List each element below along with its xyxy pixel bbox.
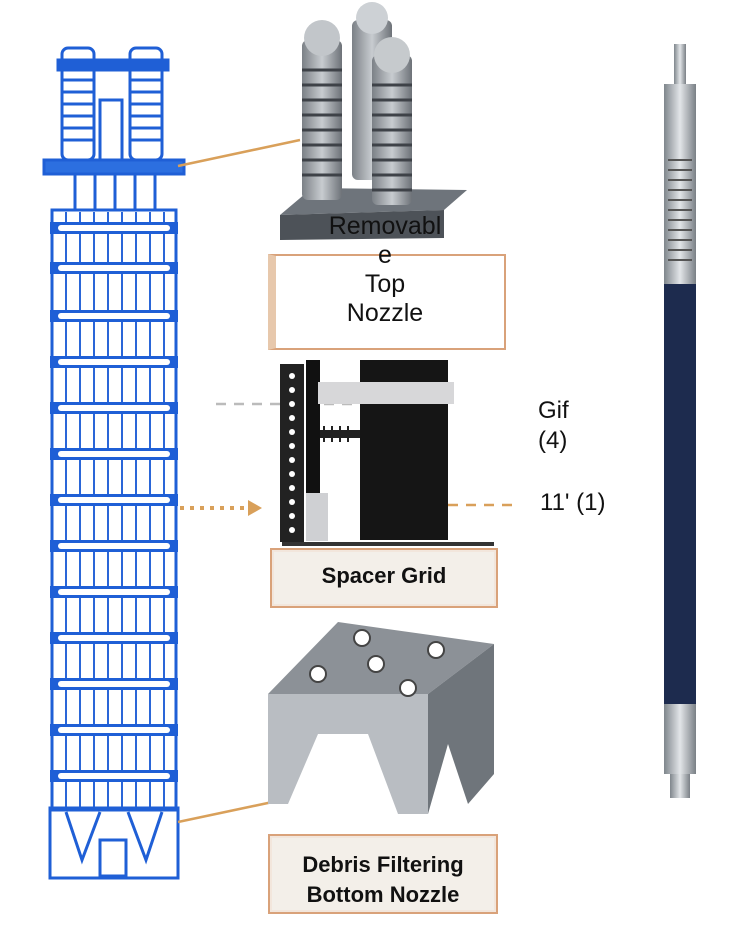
callout-a-line1: Gif [538, 397, 569, 424]
spacer-grid-label: Spacer Grid [321, 563, 447, 588]
top-nozzle-label-line3: Top [364, 270, 406, 298]
bottom-nozzle-label: Debris Filtering Bottom Nozzle [268, 850, 498, 910]
callout-b-label: 11' (1) [540, 489, 606, 516]
fuel-rod-image [664, 44, 696, 798]
spacer-grid-label-box [270, 548, 498, 608]
top-nozzle-label-line4: Nozzle [346, 299, 424, 327]
spacer-grid-image [280, 360, 494, 546]
callout-a-label: Gif (4) [538, 396, 569, 456]
bottom-nozzle-label-line1: Debris Filtering [302, 852, 464, 877]
top-nozzle-label-line2: e [378, 241, 392, 269]
assembly-rod-bundle [50, 208, 178, 812]
assembly-top-nozzle [42, 46, 186, 210]
bottom-nozzle-label-box [268, 834, 498, 914]
assembly-spring-coils [62, 78, 162, 142]
bottom-nozzle-label-line2: Bottom Nozzle [306, 882, 460, 907]
top-nozzle-label-line1: Removabl [328, 212, 442, 240]
top-nozzle-label: Removabl e Top Nozzle [300, 212, 470, 328]
top-nozzle-image [280, 2, 467, 240]
bottom-nozzle-image [268, 622, 494, 814]
pointer-arrow-icon [248, 500, 262, 516]
assembly-bottom-nozzle [48, 806, 180, 880]
callout-a-line2: (4) [538, 427, 568, 454]
leader-lines [177, 138, 301, 824]
top-nozzle-label-box [268, 254, 506, 350]
